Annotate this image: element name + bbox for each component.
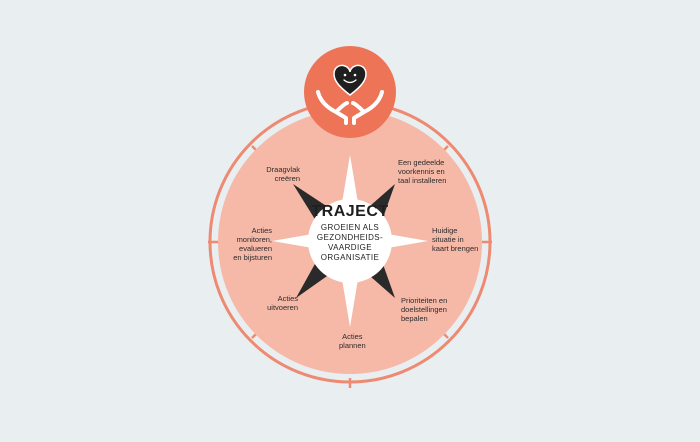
step-label: Huidige situatie in kaart brengen	[432, 226, 479, 253]
heart-smile	[343, 79, 357, 84]
heart-in-hands-icon	[316, 64, 384, 125]
heart-icon	[333, 64, 367, 96]
heart-eye-right	[353, 73, 357, 77]
center-label: TRAJECT GROEIEN ALS GEZONDHEIDS- VAARDIG…	[295, 203, 405, 263]
heart-eye-left	[343, 73, 347, 77]
right-hand-icon	[351, 90, 384, 125]
center-circle	[308, 199, 392, 283]
step-label: Prioriteiten en doelstellingen bepalen	[401, 296, 448, 323]
step-label: Acties uitvoeren	[267, 294, 298, 312]
step-label: Een gedeelde voorkennis en taal installe…	[398, 158, 447, 185]
left-hand-icon	[316, 90, 349, 125]
step-label: Acties monitoren, evalueren en bijsturen	[233, 226, 272, 262]
center-subtitle: GROEIEN ALS GEZONDHEIDS- VAARDIGE ORGANI…	[316, 223, 384, 262]
center-title: TRAJECT	[311, 203, 389, 220]
badge	[304, 46, 396, 138]
step-label: Acties plannen	[339, 332, 366, 350]
step-label: Draagvlak creëren	[266, 165, 300, 183]
